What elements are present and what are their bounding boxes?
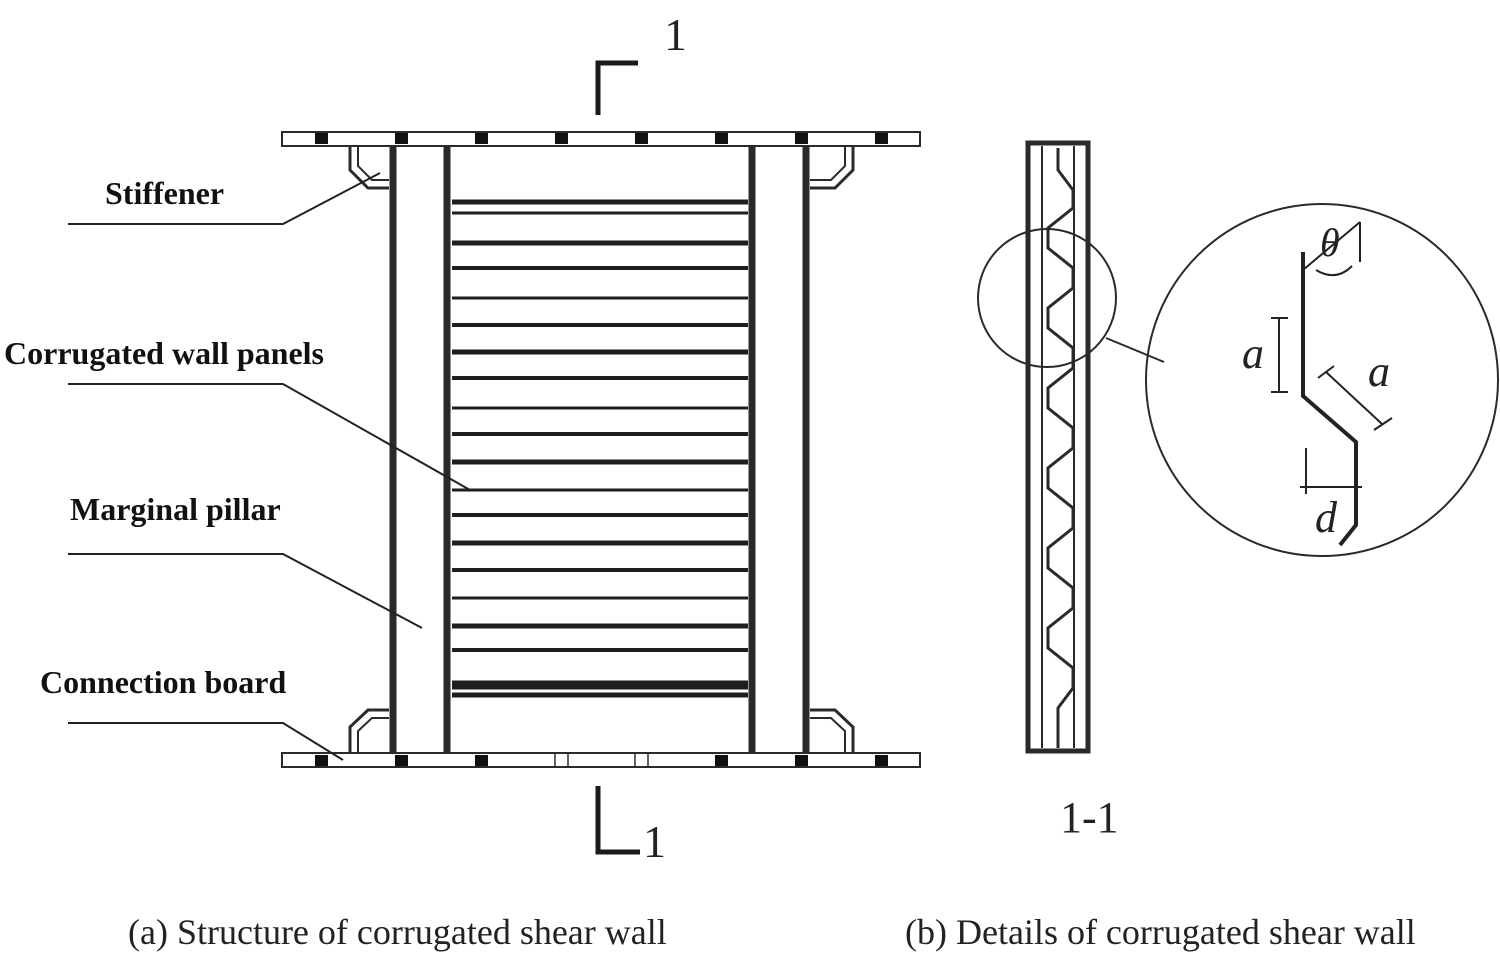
caption-b: (b) Details of corrugated shear wall <box>905 912 1416 952</box>
marginal-pillar-leader <box>68 553 423 629</box>
section-frame <box>1025 140 1091 754</box>
corrugated-panels-leader <box>68 383 471 491</box>
detail-enlarged-circle <box>1145 203 1499 557</box>
detail-connector-line <box>1105 337 1165 363</box>
section-1-1-drawing <box>977 140 1499 754</box>
detail-callout-circle <box>977 228 1117 368</box>
corrugated-wall-panel <box>452 199 748 698</box>
label-marginal-pillar: Marginal pillar <box>70 491 281 527</box>
detail-profile <box>1301 252 1358 547</box>
section-cut-bottom-mark <box>595 786 640 855</box>
theta-arc <box>1315 265 1353 277</box>
dim-a-inclined-bottom-tick <box>1373 417 1393 431</box>
section-number-bottom: 1 <box>643 816 666 867</box>
dim-a-inclined-line <box>1325 371 1383 425</box>
stiffener-leader <box>68 172 381 225</box>
label-corrugated-wall-panels: Corrugated wall panels <box>4 335 324 371</box>
section-cut-top-mark <box>595 60 638 115</box>
bottom-beam <box>281 752 921 768</box>
leader-lines <box>68 172 471 761</box>
stiffener-top-left <box>348 146 389 190</box>
top-beam-bolts <box>315 133 888 144</box>
detail-geometry <box>1271 221 1393 547</box>
label-connection-board: Connection board <box>40 664 286 700</box>
label-stiffener: Stiffener <box>105 175 224 211</box>
stiffener-bottom-left-inner <box>357 717 389 753</box>
symbol-a-vertical: a <box>1242 329 1264 378</box>
caption-a: (a) Structure of corrugated shear wall <box>128 912 667 952</box>
stiffener-top-right-inner <box>810 146 846 181</box>
stiffener-top-right <box>810 146 855 190</box>
stiffener-bottom-right <box>810 708 855 753</box>
section-number-top: 1 <box>664 9 687 60</box>
corrugation-profile <box>1046 148 1075 748</box>
section-label-1-1: 1-1 <box>1060 793 1119 842</box>
bottom-beam-bolts <box>315 755 888 766</box>
stiffener-bottom-right-inner <box>810 717 846 753</box>
top-beam <box>281 131 921 147</box>
symbol-d: d <box>1315 493 1338 542</box>
stiffener-top-left-inner <box>357 146 389 181</box>
symbol-a-inclined: a <box>1368 347 1390 396</box>
stiffener-bottom-left <box>348 708 389 753</box>
dim-a-inclined-top-tick <box>1317 365 1335 379</box>
connection-board-leader <box>68 722 344 761</box>
theta-reference-line <box>1302 221 1361 271</box>
symbol-theta: θ <box>1320 220 1340 265</box>
structure-drawing <box>281 60 921 855</box>
